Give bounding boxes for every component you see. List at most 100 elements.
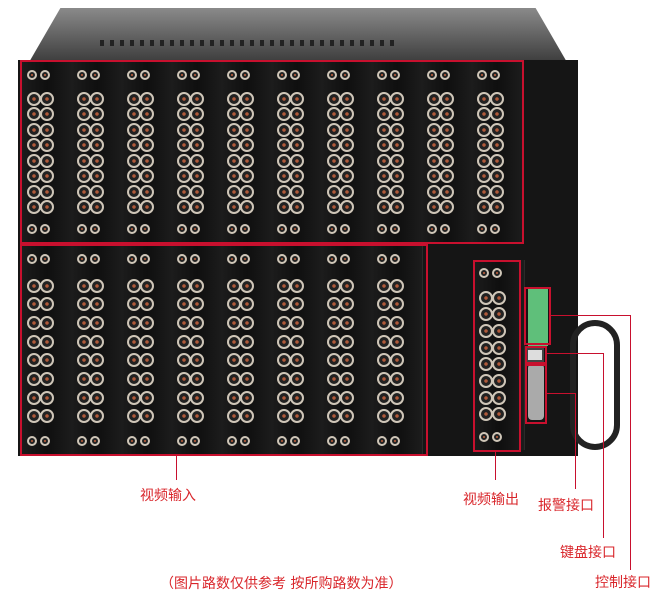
bnc-connector-icon — [140, 153, 154, 168]
bnc-connector-icon — [90, 278, 104, 293]
bnc-connector-icon — [90, 184, 104, 199]
bnc-connector-icon — [140, 436, 150, 446]
bnc-connector-icon — [427, 224, 437, 234]
bnc-connector-icon — [492, 340, 506, 355]
bnc-connector-icon — [290, 70, 300, 80]
bnc-connector-icon — [40, 316, 54, 330]
bnc-connector-icon — [140, 316, 154, 330]
bnc-connector-icon — [340, 372, 354, 386]
io-card — [172, 246, 223, 454]
matrix-chassis — [18, 60, 578, 456]
bnc-connector-icon — [40, 138, 54, 153]
bnc-connector-icon — [90, 169, 104, 184]
control-port-highlight — [525, 364, 547, 424]
bnc-connector-icon — [290, 297, 304, 312]
bnc-connector-icon — [240, 353, 254, 368]
bnc-connector-icon — [240, 153, 254, 168]
power-cable-icon — [570, 320, 620, 450]
bnc-connector-icon — [127, 70, 137, 80]
bnc-connector-icon — [77, 224, 87, 234]
bnc-connector-icon — [190, 107, 204, 122]
bnc-connector-icon — [340, 138, 354, 153]
bnc-connector-icon — [190, 436, 200, 446]
bnc-connector-icon — [240, 107, 254, 122]
bnc-connector-icon — [40, 278, 54, 293]
bnc-connector-icon — [327, 70, 337, 80]
bnc-connector-icon — [140, 91, 154, 106]
leader-line — [176, 456, 177, 480]
bnc-connector-icon — [240, 254, 250, 264]
bnc-connector-icon — [90, 372, 104, 386]
bnc-connector-icon — [227, 224, 237, 234]
bnc-connector-icon — [490, 138, 504, 153]
bnc-connector-icon — [90, 107, 104, 122]
io-card — [322, 246, 373, 454]
bnc-connector-icon — [177, 70, 187, 80]
bnc-connector-icon — [190, 409, 204, 424]
bnc-connector-icon — [340, 316, 354, 330]
bnc-connector-icon — [190, 184, 204, 199]
bnc-connector-icon — [190, 254, 200, 264]
bnc-connector-icon — [177, 254, 187, 264]
bnc-connector-icon — [390, 254, 400, 264]
bnc-connector-icon — [340, 390, 354, 405]
bnc-connector-icon — [477, 224, 487, 234]
io-card — [472, 62, 523, 242]
bnc-connector-icon — [140, 254, 150, 264]
bnc-connector-icon — [240, 372, 254, 386]
bnc-connector-icon — [490, 107, 504, 122]
bnc-connector-icon — [290, 316, 304, 330]
bnc-connector-icon — [227, 436, 237, 446]
bnc-connector-icon — [340, 278, 354, 293]
bnc-connector-icon — [127, 436, 137, 446]
bnc-connector-icon — [240, 316, 254, 330]
bnc-connector-icon — [40, 409, 54, 424]
bnc-connector-icon — [290, 107, 304, 122]
video-input-highlight-top — [20, 60, 524, 244]
bnc-connector-icon — [90, 390, 104, 405]
bnc-connector-icon — [240, 224, 250, 234]
bnc-connector-icon — [490, 70, 500, 80]
bnc-connector-icon — [190, 138, 204, 153]
bnc-connector-icon — [390, 334, 404, 349]
bnc-connector-icon — [440, 70, 450, 80]
bnc-connector-icon — [290, 224, 300, 234]
bnc-connector-icon — [27, 70, 37, 80]
leader-line — [575, 393, 576, 489]
bnc-connector-icon — [240, 390, 254, 405]
bnc-connector-icon — [240, 184, 254, 199]
io-card — [222, 246, 273, 454]
bnc-connector-icon — [490, 169, 504, 184]
bnc-connector-icon — [377, 224, 387, 234]
bnc-connector-icon — [140, 138, 154, 153]
bnc-connector-icon — [140, 224, 150, 234]
bnc-connector-icon — [40, 436, 50, 446]
bnc-connector-icon — [290, 138, 304, 153]
bnc-connector-icon — [140, 353, 154, 368]
bnc-connector-icon — [377, 254, 387, 264]
bnc-connector-icon — [290, 122, 304, 137]
bnc-connector-icon — [340, 122, 354, 137]
bnc-connector-icon — [40, 224, 50, 234]
bnc-connector-icon — [190, 122, 204, 137]
video-input-highlight-bottom — [20, 244, 428, 456]
bnc-connector-icon — [240, 436, 250, 446]
keyboard-port-label: 键盘接口 — [560, 545, 616, 561]
bnc-connector-icon — [227, 70, 237, 80]
bnc-connector-icon — [140, 278, 154, 293]
bnc-connector-icon — [440, 200, 454, 215]
bnc-connector-icon — [140, 169, 154, 184]
bnc-connector-icon — [40, 107, 54, 122]
bnc-connector-icon — [290, 184, 304, 199]
bnc-connector-icon — [290, 334, 304, 349]
bnc-connector-icon — [90, 138, 104, 153]
bnc-connector-icon — [492, 290, 506, 305]
bnc-connector-icon — [140, 70, 150, 80]
bnc-connector-icon — [90, 436, 100, 446]
keyboard-rj45-port — [526, 348, 544, 362]
bnc-connector-icon — [390, 224, 400, 234]
bnc-connector-icon — [377, 70, 387, 80]
bnc-connector-icon — [177, 436, 187, 446]
leader-line — [547, 353, 603, 354]
bnc-connector-icon — [327, 436, 337, 446]
